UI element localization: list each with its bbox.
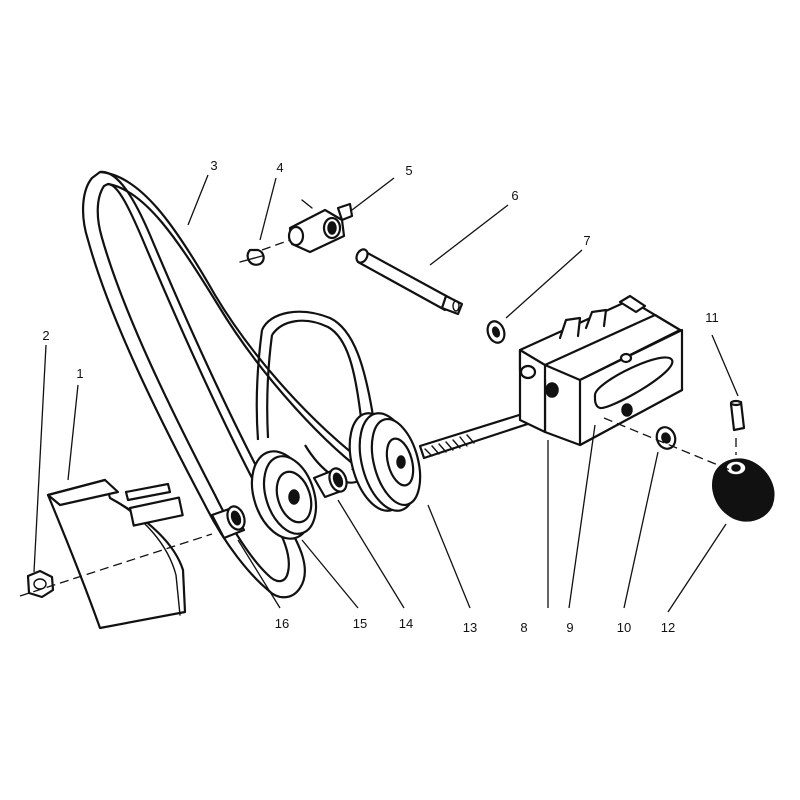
callout-2: 2: [42, 328, 49, 343]
callout-5: 5: [405, 163, 412, 178]
washer-10: [655, 426, 677, 450]
adjuster-knob: [712, 458, 775, 522]
roll-pin: [729, 399, 746, 432]
clip-4: [239, 248, 265, 266]
callout-11: 11: [705, 310, 719, 325]
callout-12: 12: [661, 620, 675, 635]
hex-nut: [26, 569, 55, 599]
callout-6: 6: [511, 188, 518, 203]
callout-3: 3: [210, 158, 217, 173]
callout-7: 7: [583, 233, 590, 248]
callout-4: 4: [276, 160, 283, 175]
v-belt-large: [81, 170, 376, 599]
callout-10: 10: [617, 620, 631, 635]
adjuster-bracket: [518, 294, 684, 447]
callout-9: 9: [566, 620, 573, 635]
callout-15: 15: [353, 616, 367, 631]
callout-16: 16: [275, 616, 289, 631]
shaft-6: [355, 248, 464, 316]
callout-1: 1: [76, 366, 83, 381]
callout-8: 8: [520, 620, 527, 635]
callout-13: 13: [463, 620, 477, 635]
callout-labels: 1 2 3 4 5 6 7 8 9 10 11 12 13 14 15 16: [42, 158, 718, 635]
spacer-14: [312, 467, 348, 499]
belt-guard: [46, 478, 187, 630]
callout-14: 14: [399, 616, 413, 631]
washer-7: [486, 320, 506, 344]
spacer-16: [210, 505, 246, 540]
pulley-13: [348, 412, 422, 512]
pivot-block: [287, 199, 354, 254]
pulley-15: [250, 450, 318, 540]
center-lines: [19, 239, 737, 597]
leader-lines: [33, 174, 739, 613]
